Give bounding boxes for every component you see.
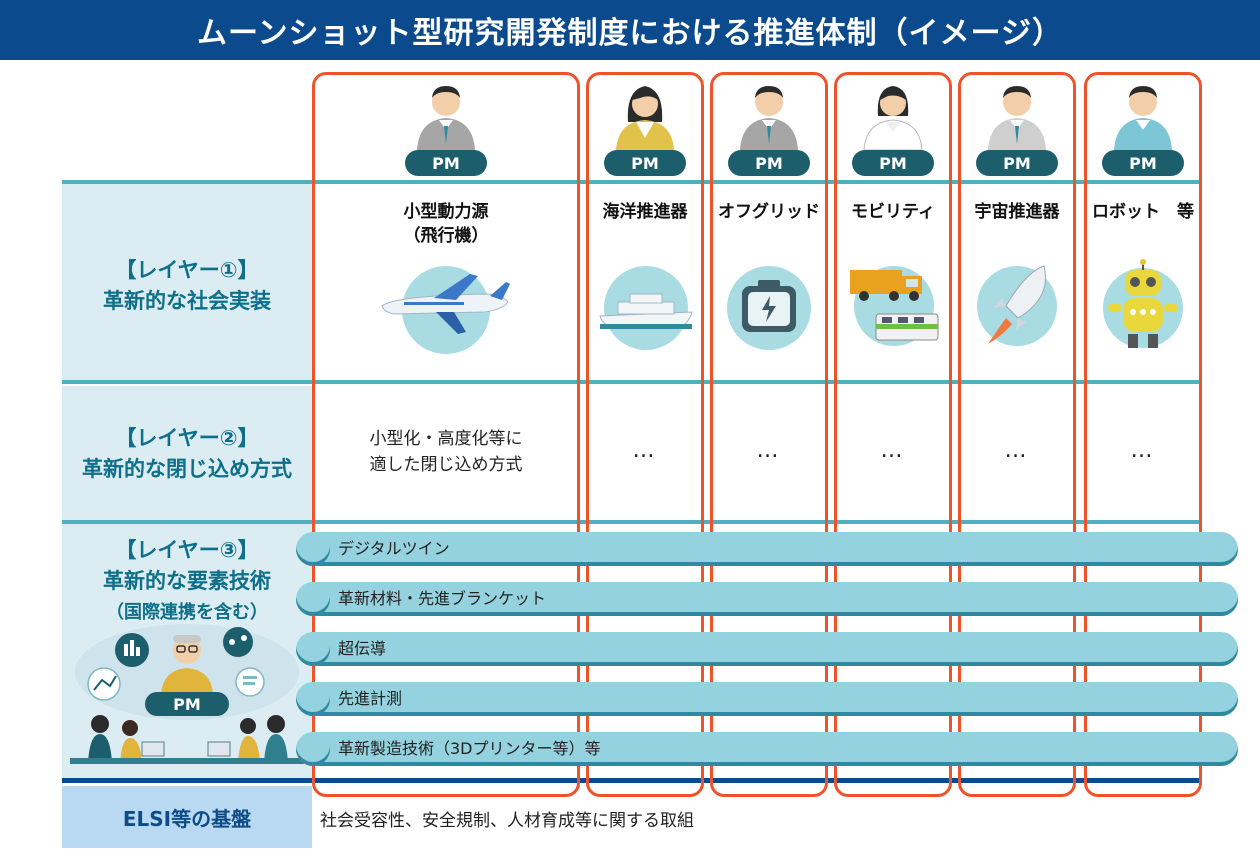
column-title-3: オフグリッド [718,202,820,222]
layer3-label: 【レイヤー③】 革新的な要素技術 （国際連携を含む） [62,535,312,628]
ship-icon [599,266,693,350]
pm-badge-5: PM [976,150,1058,176]
tech-bar-measurement: 先進計測 [296,682,1238,716]
pm-badge-6: PM [1102,150,1184,176]
robot-icon [1103,259,1183,348]
tech-label: 超伝導 [338,639,387,658]
layer2-text-1: 小型化・高度化等に 適した閉じ込め方式 [312,426,580,478]
layer2-label: 【レイヤー②】 革新的な閉じ込め方式 [62,423,312,485]
page-title: ムーンショット型研究開発制度における推進体制（イメージ） [0,0,1260,60]
column-title-1-line1: 小型動力源 [403,202,489,222]
pm-avatar-6 [1114,86,1172,150]
layer2-panel [62,386,312,520]
pm-avatar-4 [863,86,923,150]
tech-bar-superconductivity: 超伝導 [296,632,1238,666]
pm-person-body [161,668,213,694]
pm-badge-4: PM [852,150,934,176]
layer2-name: 革新的な閉じ込め方式 [82,457,292,481]
graph-bubble-icon [87,667,121,701]
separator-layer3 [62,520,1202,524]
meeting-illustration: PM [70,624,304,764]
layer2-text-1-line1: 小型化・高度化等に [369,429,523,449]
column-frame-4 [834,72,952,797]
airplane-icon [381,266,510,354]
layer3-number: 【レイヤー③】 [115,538,259,562]
layer1-name: 革新的な社会実装 [103,289,271,313]
layer2-dots-2: … [632,438,658,463]
layer2-dots-5: … [1004,438,1030,463]
separator-bottom [62,778,1202,783]
meeting-table [70,758,304,764]
elsi-text: 社会受容性、安全規制、人材育成等に関する取組 [320,811,694,831]
tech-bar-manufacturing: 革新製造技術（3Dプリンター等）等 [296,732,1238,766]
tech-label: 革新材料・先進ブランケット [338,589,547,608]
layer3-sub: （国際連携を含む） [106,602,268,623]
pm-badge-2: PM [604,150,686,176]
tech-label: デジタルツイン [338,539,450,558]
pm-avatar-3 [740,86,798,150]
tech-bar-digital-twin: デジタルツイン [296,532,1238,566]
column-title-2: 海洋推進器 [602,202,688,222]
column-title-1: 小型動力源 （飛行機） [312,200,580,248]
column-frame-1 [312,72,580,797]
pm-avatar-1 [417,86,475,150]
pm-avatar-2 [616,86,674,150]
layer2-dots-6: … [1130,438,1156,463]
layer1-number: 【レイヤー①】 [115,258,259,282]
layer2-dots-4: … [880,438,906,463]
network-bubble-icon [223,627,253,657]
column-frame-5 [958,72,1076,797]
layer2-number: 【レイヤー②】 [115,426,259,450]
layer3-name: 革新的な要素技術 [103,569,271,593]
tech-bar-materials: 革新材料・先進ブランケット [296,582,1238,616]
column-title-4: モビリティ [851,202,935,222]
column-title-5: 宇宙推進器 [974,202,1060,222]
column-frame-3 [710,72,828,797]
elsi-label: ELSI等の基盤 [62,786,312,848]
truck-train-icon [850,266,939,346]
pm-badge-3: PM [728,150,810,176]
layer2-dots-3: … [756,438,782,463]
layer1-label: 【レイヤー①】 革新的な社会実装 [62,255,312,317]
column-title-1-line2: （飛行機） [403,226,489,246]
separator-top [62,180,1202,184]
pm-badge-1: PM [405,150,487,176]
separator-layer2 [62,380,1202,384]
layer1-panel [62,184,312,382]
layer2-text-1-line2: 適した閉じ込め方式 [369,455,523,475]
column-title-6: ロボット 等 [1092,202,1194,222]
column-frame-2 [586,72,704,797]
pm-badge-illustration [145,692,229,716]
pm-avatar-5 [988,86,1046,150]
svg-text:PM: PM [173,695,201,714]
rocket-icon [977,265,1057,346]
column-frame-6 [1084,72,1202,797]
tech-label: 先進計測 [338,689,403,708]
tech-label: 革新製造技術（3Dプリンター等）等 [338,739,601,758]
battery-icon [727,266,811,350]
